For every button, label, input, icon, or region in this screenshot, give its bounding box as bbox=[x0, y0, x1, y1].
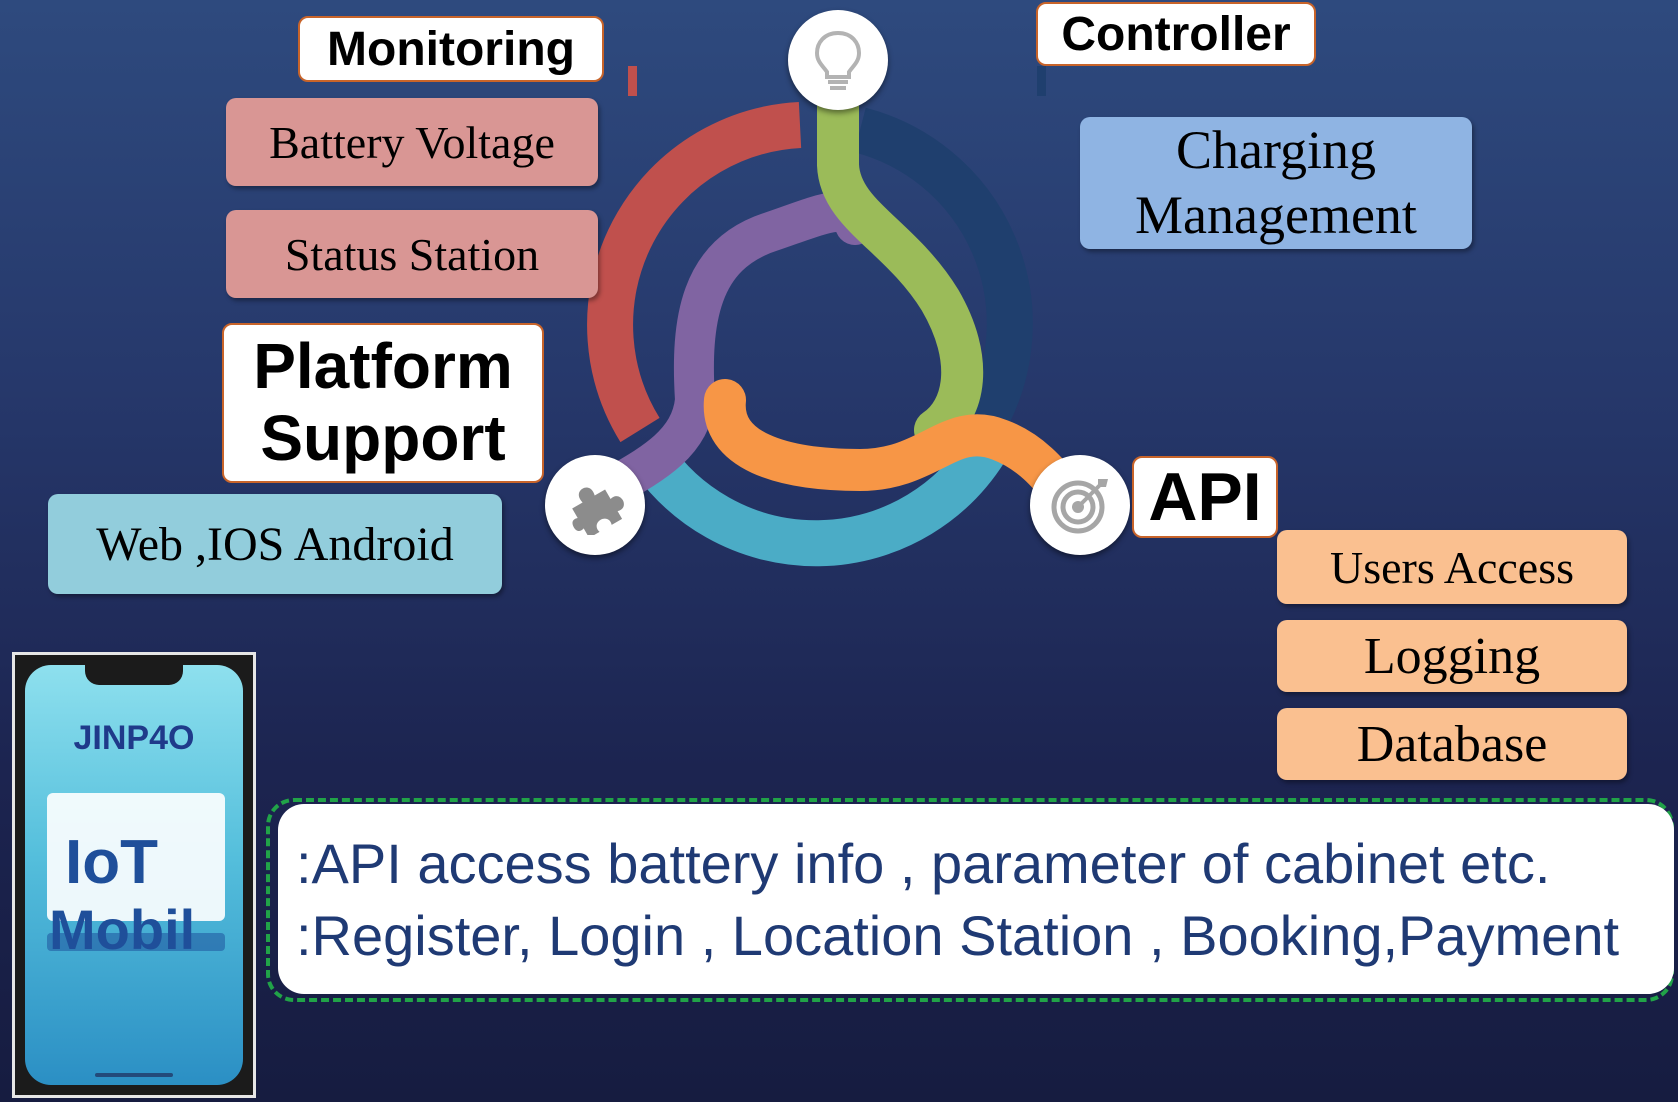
phone-login-form bbox=[47, 793, 225, 921]
support-line: Support bbox=[260, 402, 506, 474]
target-icon-circle bbox=[1030, 455, 1130, 555]
note-line-2: :Register, Login , Location Station , Bo… bbox=[296, 904, 1620, 967]
lightbulb-icon bbox=[814, 30, 862, 90]
platform-support-title: Platform Support bbox=[222, 323, 544, 483]
ring-segment-red bbox=[587, 102, 802, 443]
ring-segment-navy bbox=[853, 107, 1033, 432]
database-item: Database bbox=[1277, 708, 1627, 780]
puzzle-icon bbox=[572, 487, 624, 535]
phone-screen: JINP4O bbox=[25, 665, 243, 1085]
accent-tick-navy bbox=[1037, 66, 1046, 96]
phone-mockup: JINP4O IoT Mobil bbox=[12, 652, 256, 1098]
api-title: API bbox=[1132, 456, 1278, 538]
notes-box: :API access battery info , parameter of … bbox=[278, 804, 1674, 994]
target-icon bbox=[1051, 479, 1108, 534]
phone-notch bbox=[85, 665, 183, 685]
phone-brand-logo: JINP4O bbox=[73, 719, 195, 757]
monitoring-title: Monitoring bbox=[298, 16, 604, 82]
logging-item: Logging bbox=[1277, 620, 1627, 692]
phone-login-button bbox=[47, 933, 225, 951]
charging-management-item: Charging Management bbox=[1080, 117, 1472, 249]
controller-title: Controller bbox=[1036, 2, 1316, 66]
note-line-1: :API access battery info , parameter of … bbox=[296, 832, 1551, 895]
accent-tick-red bbox=[628, 66, 637, 96]
lightbulb-icon-circle bbox=[788, 10, 888, 110]
platform-line: Platform bbox=[253, 330, 513, 403]
iot-overlay-line2: Mobil bbox=[49, 898, 196, 961]
cycle-ring-graphic bbox=[570, 40, 1080, 567]
iot-overlay-line1: IoT bbox=[65, 828, 158, 897]
puzzle-icon-circle bbox=[545, 455, 645, 555]
web-ios-android-item: Web ,IOS Android bbox=[48, 494, 502, 594]
users-access-item: Users Access bbox=[1277, 530, 1627, 604]
management-line: Management bbox=[1135, 185, 1417, 245]
phone-home-bar bbox=[95, 1073, 173, 1077]
status-station-item: Status Station bbox=[226, 210, 598, 298]
ring-segment-orange bbox=[703, 379, 1080, 526]
battery-voltage-item: Battery Voltage bbox=[226, 98, 598, 186]
ring-segment-purple bbox=[570, 191, 875, 520]
charging-line: Charging bbox=[1176, 120, 1376, 181]
ring-segment-green bbox=[817, 40, 984, 451]
ring-segment-teal bbox=[630, 437, 1005, 567]
